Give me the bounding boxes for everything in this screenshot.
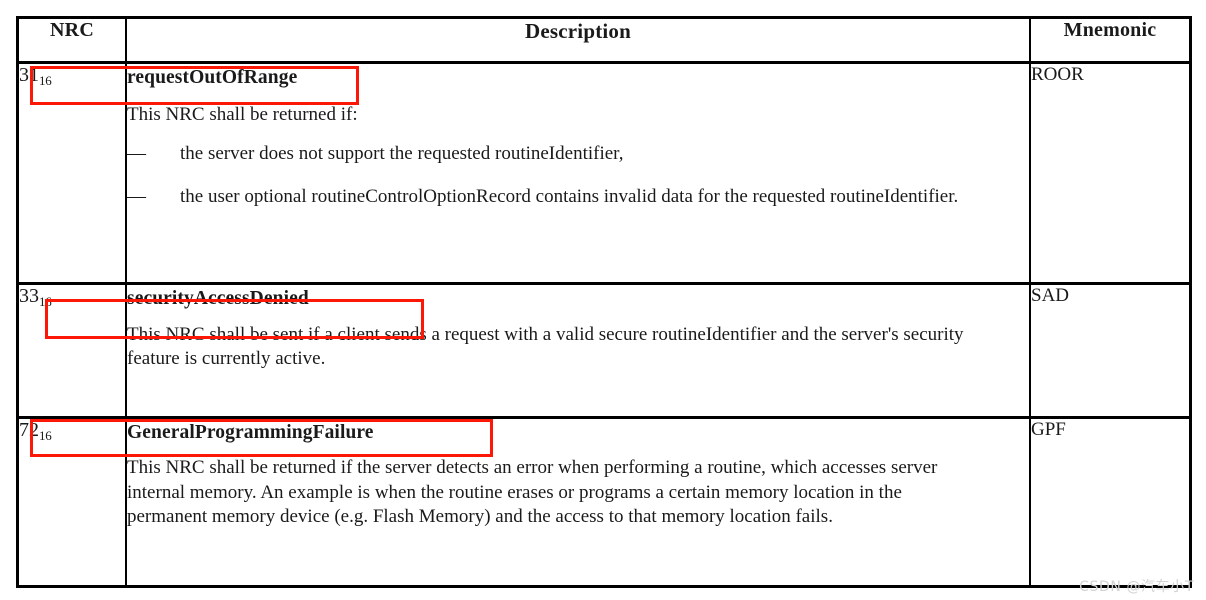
- column-header-description: Description: [125, 19, 1031, 64]
- watermark: CSDN @汽车小T: [1079, 579, 1194, 595]
- nrc-table: NRC Description Mnemonic 3116 requestOut…: [16, 16, 1192, 588]
- table-header: NRC Description Mnemonic: [19, 19, 1189, 64]
- nrc-code-cell: 3316: [19, 282, 127, 418]
- em-dash-icon: —: [127, 142, 146, 164]
- nrc-term: securityAccessDenied: [127, 288, 309, 310]
- nrc-code-cell: 3116: [19, 62, 127, 284]
- nrc-code-subscript: 16: [39, 294, 52, 310]
- description-body: This NRC shall be returned if the server…: [127, 457, 938, 528]
- table: NRC Description Mnemonic 3116 requestOut…: [19, 19, 1189, 585]
- description-cell: requestOutOfRange This NRC shall be retu…: [125, 62, 1031, 284]
- nrc-code-value: 72: [19, 418, 39, 441]
- description-intro: This NRC shall be returned if:: [127, 103, 358, 125]
- list-item: — the user optional routineControlOption…: [127, 185, 1020, 210]
- column-header-nrc: NRC: [19, 19, 127, 64]
- nrc-code-cell: 7216: [19, 415, 127, 585]
- nrc-term: GeneralProgrammingFailure: [127, 421, 374, 443]
- nrc-code-value: 31: [19, 63, 39, 86]
- table-row: 3316 securityAccessDenied This NRC shall…: [19, 282, 1189, 418]
- nrc-code-subscript: 16: [39, 427, 52, 443]
- description-cell: securityAccessDenied This NRC shall be s…: [125, 282, 1031, 418]
- table-row: 7216 GeneralProgrammingFailure This NRC …: [19, 415, 1189, 585]
- list-item-text: the server does not support the requeste…: [180, 142, 624, 164]
- mnemonic-cell: SAD: [1029, 282, 1189, 418]
- em-dash-icon: —: [127, 186, 146, 208]
- nrc-code-subscript: 16: [39, 72, 52, 88]
- table-row: 3116 requestOutOfRange This NRC shall be…: [19, 62, 1189, 284]
- header-row: NRC Description Mnemonic: [19, 19, 1189, 64]
- table-body: 3116 requestOutOfRange This NRC shall be…: [19, 62, 1189, 585]
- condition-list: — the server does not support the reques…: [127, 142, 1029, 210]
- description-body: This NRC shall be sent if a client sends…: [127, 323, 964, 370]
- list-item: — the server does not support the reques…: [127, 142, 1020, 167]
- mnemonic-cell: ROOR: [1029, 62, 1189, 284]
- nrc-code-value: 33: [19, 285, 39, 308]
- column-header-mnemonic: Mnemonic: [1029, 19, 1189, 64]
- mnemonic-cell: GPF: [1029, 415, 1189, 585]
- nrc-term: requestOutOfRange: [127, 66, 298, 88]
- list-item-text: the user optional routineControlOptionRe…: [180, 186, 959, 208]
- description-cell: GeneralProgrammingFailure This NRC shall…: [125, 415, 1031, 585]
